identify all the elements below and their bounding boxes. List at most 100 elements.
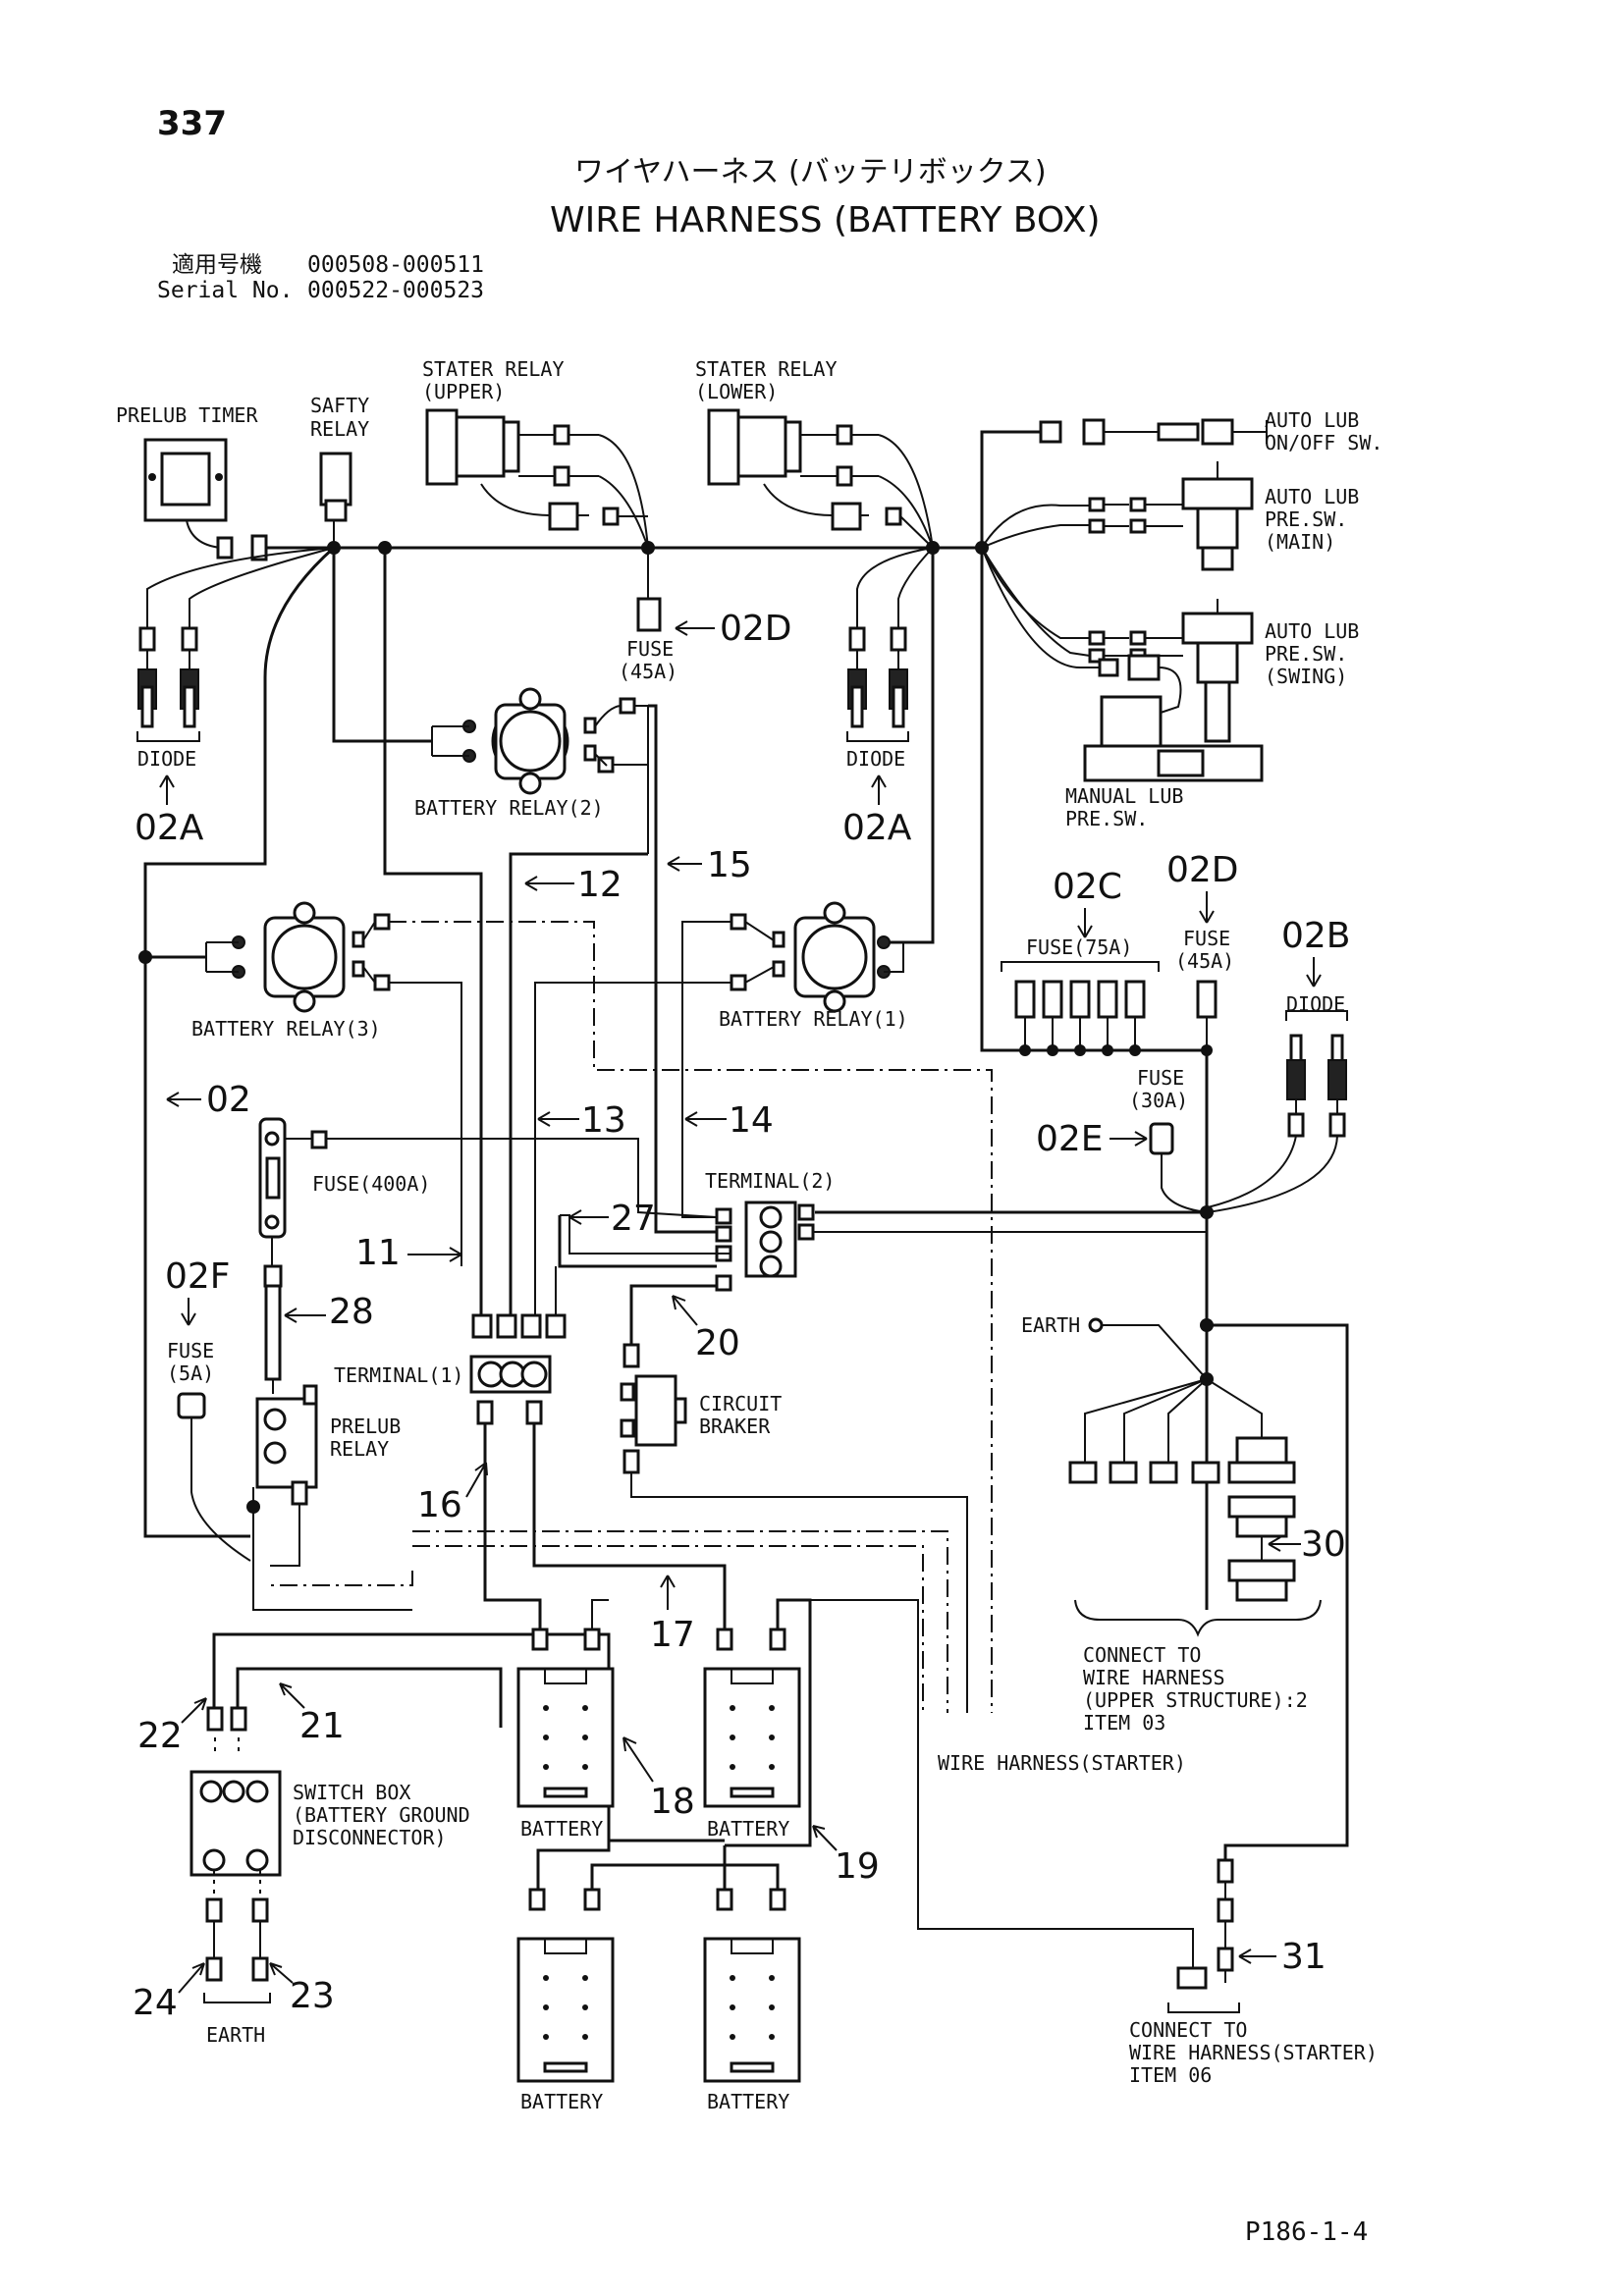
fuse-5a bbox=[177, 1392, 251, 1562]
callout-arrow bbox=[407, 1247, 462, 1262]
fuse-400a-label: FUSE(400A) bbox=[312, 1172, 430, 1196]
circuit-breaker bbox=[620, 1284, 968, 1713]
wire-harness-starter-dash-3 bbox=[412, 1545, 924, 1713]
fuse-30a-label-2: (30A) bbox=[1129, 1089, 1188, 1112]
wire-27-path bbox=[558, 1215, 717, 1268]
fuse-5a-label-1: FUSE bbox=[167, 1339, 214, 1362]
callout-arrow bbox=[1110, 1131, 1148, 1147]
battery-1-label: BATTERY bbox=[520, 1817, 603, 1841]
battery-3-label: BATTERY bbox=[520, 2090, 603, 2113]
switch-box bbox=[189, 1632, 725, 2003]
battery-relay-2 bbox=[332, 548, 649, 854]
callout-arrow bbox=[623, 1736, 654, 1783]
callout-18: 18 bbox=[650, 1782, 695, 1822]
callout-arrow bbox=[667, 856, 702, 872]
fuse-45a-top bbox=[636, 548, 662, 632]
callout-arrow bbox=[178, 1962, 205, 1994]
switch-box-label-1: SWITCH BOX bbox=[293, 1781, 410, 1804]
callout-02E: 02E bbox=[1036, 1119, 1104, 1159]
callout-arrow bbox=[1238, 1949, 1276, 1964]
auto-lub-harness bbox=[980, 418, 1268, 782]
wire-02-trunk bbox=[143, 546, 335, 1538]
callout-21: 21 bbox=[299, 1706, 345, 1746]
manual-lub-label-2: PRE.SW. bbox=[1065, 807, 1148, 830]
circuit-breaker-label-1: CIRCUIT bbox=[699, 1392, 782, 1415]
connect-starter-label-2: WIRE HARNESS(STARTER) bbox=[1129, 2041, 1378, 2064]
circuit-breaker-label-2: BRAKER bbox=[699, 1415, 771, 1438]
starter-relay-lower bbox=[707, 408, 934, 549]
callout-arrow bbox=[675, 620, 715, 636]
switch-box-label-2: (BATTERY GROUND bbox=[293, 1803, 470, 1827]
connect-upper-label-4: ITEM 03 bbox=[1083, 1711, 1165, 1735]
callout-arrow bbox=[1077, 908, 1093, 938]
terminal-2-label: TERMINAL(2) bbox=[705, 1169, 835, 1193]
battery-2-label: BATTERY bbox=[707, 1817, 789, 1841]
prelub-timer bbox=[143, 438, 268, 561]
diode-right-label: DIODE bbox=[1286, 992, 1345, 1016]
callout-31: 31 bbox=[1281, 1937, 1326, 1977]
terminal-1 bbox=[469, 1266, 727, 1634]
title-english: WIRE HARNESS (BATTERY BOX) bbox=[550, 200, 1101, 240]
earth-top-label: EARTH bbox=[1021, 1313, 1080, 1337]
callout-15: 15 bbox=[707, 845, 752, 885]
prelub-relay-label-1: PRELUB bbox=[330, 1415, 401, 1438]
serial-range-jp: 000508-000511 bbox=[307, 252, 484, 278]
starter-relay-upper-label-2: (UPPER) bbox=[422, 380, 505, 403]
earth-bottom-label: EARTH bbox=[206, 2023, 265, 2047]
callout-arrow bbox=[166, 1092, 201, 1107]
wire-11-path bbox=[383, 548, 483, 1315]
battery-2 bbox=[703, 1598, 812, 1847]
serial-label-en: Serial No. bbox=[157, 278, 293, 303]
fuse-45a-top-label-1: FUSE bbox=[626, 637, 674, 661]
callout-20: 20 bbox=[695, 1323, 740, 1363]
switch-box-label-3: DISCONNECTOR) bbox=[293, 1826, 447, 1849]
callout-11: 11 bbox=[355, 1233, 401, 1273]
fuse-45a-top-label-2: (45A) bbox=[619, 660, 677, 683]
wire-15-path bbox=[648, 704, 717, 1234]
callout-arrow bbox=[465, 1462, 488, 1498]
callout-arrow bbox=[871, 774, 887, 805]
wire-harness-starter-dash-4 bbox=[270, 1571, 413, 1586]
callout-02D-right: 02D bbox=[1166, 850, 1239, 890]
wire-12-path bbox=[509, 852, 648, 1315]
auto-lub-sw-label-1: AUTO LUB bbox=[1265, 408, 1359, 432]
callout-arrow bbox=[181, 1298, 196, 1326]
battery-relay-2-label: BATTERY RELAY(2) bbox=[414, 796, 604, 820]
safety-relay bbox=[319, 452, 352, 548]
wire-harness-starter-dash-2 bbox=[412, 1530, 948, 1713]
terminal-1-label: TERMINAL(1) bbox=[334, 1363, 463, 1387]
callout-24: 24 bbox=[133, 1983, 178, 2023]
battery-4-label: BATTERY bbox=[707, 2090, 789, 2113]
connect-starter-label-1: CONNECT TO bbox=[1129, 2018, 1247, 2042]
fuse-5a-label-2: (5A) bbox=[167, 1362, 214, 1385]
diode-mid bbox=[846, 547, 934, 742]
callout-arrow bbox=[1268, 1536, 1301, 1552]
connect-starter-label-3: ITEM 06 bbox=[1129, 2063, 1212, 2087]
callout-30: 30 bbox=[1301, 1524, 1346, 1565]
callout-17: 17 bbox=[650, 1615, 695, 1655]
connect-upper-brace bbox=[1074, 1599, 1322, 1637]
callout-02A-left: 02A bbox=[135, 808, 204, 848]
auto-lub-swing-label-2: PRE.SW. bbox=[1265, 642, 1347, 666]
battery-1 bbox=[516, 1599, 615, 1808]
wire-harness-starter-label: WIRE HARNESS(STARTER) bbox=[938, 1751, 1186, 1775]
manual-lub-label-1: MANUAL LUB bbox=[1065, 784, 1183, 808]
connect-upper-label-3: (UPPER STRUCTURE):2 bbox=[1083, 1688, 1308, 1712]
earth-connector-group bbox=[1068, 1317, 1349, 1860]
page-number: 337 bbox=[157, 104, 227, 143]
starter-relay-upper bbox=[425, 408, 649, 549]
battery-relay-3 bbox=[145, 901, 462, 1266]
callout-28: 28 bbox=[329, 1292, 374, 1332]
diode-left-label: DIODE bbox=[137, 747, 196, 771]
starter-relay-lower-label-1: STATER RELAY bbox=[695, 357, 838, 381]
safety-relay-label-1: SAFTY bbox=[310, 394, 369, 417]
battery-4 bbox=[703, 1845, 801, 2083]
callout-13: 13 bbox=[581, 1100, 626, 1141]
callout-arrow bbox=[269, 1962, 294, 1984]
fuse-30a-label-1: FUSE bbox=[1137, 1066, 1184, 1090]
auto-lub-main-label-2: PRE.SW. bbox=[1265, 507, 1347, 531]
connect-upper-label-2: WIRE HARNESS bbox=[1083, 1666, 1225, 1689]
callout-arrow bbox=[568, 1209, 609, 1225]
diode-mid-label: DIODE bbox=[846, 747, 905, 771]
